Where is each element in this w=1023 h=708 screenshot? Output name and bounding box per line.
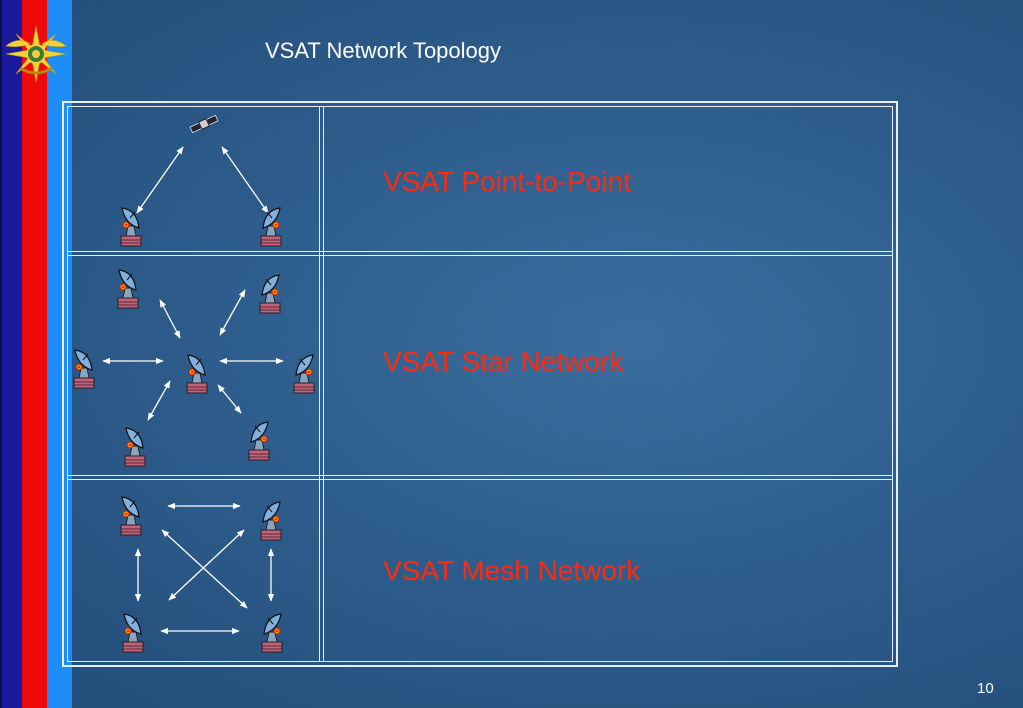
table-inner-frame xyxy=(67,106,893,662)
vsat-dish-icon xyxy=(73,349,95,389)
row-label-star: VSAT Star Network xyxy=(383,346,624,377)
vsat-dish-icon xyxy=(260,501,282,541)
topology-table xyxy=(62,101,898,667)
vsat-dish-icon xyxy=(259,274,281,314)
vsat-dish-icon xyxy=(293,354,315,394)
slide-title: VSAT Network Topology xyxy=(265,38,502,63)
mesh-network-diagram xyxy=(120,496,283,653)
decorative-side-stripes xyxy=(0,0,72,708)
row-divider-2 xyxy=(67,475,893,480)
satellite-icon xyxy=(189,114,219,134)
row-divider-1 xyxy=(67,251,893,256)
link-arrow xyxy=(221,146,269,214)
stripe-red xyxy=(22,0,47,708)
stripe-dark xyxy=(0,0,2,708)
hub-dish-icon xyxy=(186,354,208,394)
vsat-dish-icon xyxy=(120,207,142,247)
vsat-dish-icon xyxy=(124,427,146,467)
vsat-dish-icon xyxy=(117,269,139,309)
vsat-dish-icon xyxy=(122,613,144,653)
stripe-navy xyxy=(2,0,22,708)
vsat-dish-icon xyxy=(261,613,283,653)
link-arrow xyxy=(161,529,248,609)
link-arrow xyxy=(168,529,245,601)
emblem-logo-icon xyxy=(5,25,67,83)
link-arrow xyxy=(217,384,242,414)
page-number: 10 xyxy=(977,680,994,697)
row-label-point-to-point: VSAT Point-to-Point xyxy=(383,166,631,197)
vsat-dish-icon xyxy=(120,496,142,536)
point-to-point-diagram xyxy=(120,114,282,247)
link-arrow xyxy=(136,146,184,214)
link-arrow xyxy=(147,380,171,421)
star-network-diagram xyxy=(73,269,315,467)
column-divider xyxy=(319,106,324,662)
vsat-dish-icon xyxy=(248,421,270,461)
vsat-dish-icon xyxy=(260,207,282,247)
link-arrow xyxy=(219,289,246,336)
link-arrow xyxy=(159,299,181,339)
row-label-mesh: VSAT Mesh Network xyxy=(383,555,641,586)
